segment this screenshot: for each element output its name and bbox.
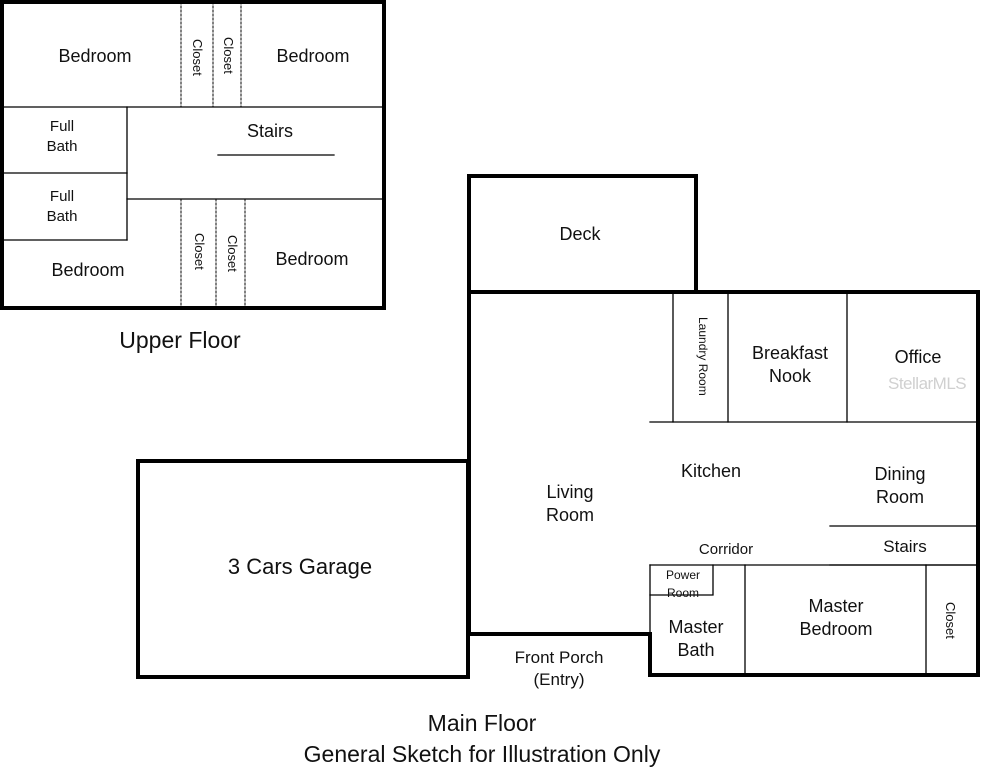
garage-outline xyxy=(136,459,470,679)
stairs-label: Stairs xyxy=(246,121,293,141)
front-porch-label: Front Porch (Entry) xyxy=(499,647,619,691)
closet-label: Closet xyxy=(221,36,236,74)
kitchen-label: Kitchen xyxy=(680,461,742,481)
living-room-label: Living Room xyxy=(520,481,620,528)
full-bath-label: Full Bath xyxy=(32,187,92,226)
master-bedroom-line-2: Bedroom xyxy=(799,619,873,640)
closet-label: Closet xyxy=(225,234,240,272)
closet-label: Closet xyxy=(943,601,958,639)
master-bath-line-2: Bath xyxy=(677,640,715,661)
deck-label: Deck xyxy=(559,224,601,244)
power-room-line-1: Power xyxy=(665,568,700,582)
full-bath-line-1: Full xyxy=(49,188,75,205)
breakfast-nook-line-2: Nook xyxy=(768,366,812,387)
master-bedroom-line-1: Master xyxy=(808,596,864,616)
master-bath-line-1: Master xyxy=(668,617,724,637)
bedroom-label: Bedroom xyxy=(276,46,350,66)
dining-room-line-2: Room xyxy=(875,487,924,508)
power-room-wall xyxy=(649,564,714,596)
illustration-disclaimer: General Sketch for Illustration Only xyxy=(303,741,661,767)
full-bath-line-1: Full xyxy=(49,118,75,135)
living-room-line-2: Room xyxy=(545,505,594,526)
power-room-label: Power Room xyxy=(652,566,714,602)
master-bath-label: Master Bath xyxy=(650,616,742,663)
breakfast-nook-label: Breakfast Nook xyxy=(735,342,845,389)
front-porch-line-1: Front Porch xyxy=(514,648,604,667)
dining-room-label: Dining Room xyxy=(850,463,950,510)
laundry-room-label: Laundry Room xyxy=(696,316,710,396)
full-bath-label: Full Bath xyxy=(32,117,92,156)
bedroom-label: Bedroom xyxy=(51,260,125,280)
closet-label: Closet xyxy=(190,38,205,76)
stairs-label: Stairs xyxy=(883,537,927,556)
main-floor-caption: Main Floor xyxy=(427,710,537,736)
office-label: Office xyxy=(894,347,942,367)
bedroom-label: Bedroom xyxy=(275,249,349,269)
full-bath-line-2: Bath xyxy=(46,137,78,155)
bedroom-label: Bedroom xyxy=(58,46,132,66)
upper-floor-outline xyxy=(0,0,386,310)
upper-floor-caption: Upper Floor xyxy=(119,327,241,353)
power-room-line-2: Room xyxy=(666,586,699,600)
garage-label: 3 Cars Garage xyxy=(227,554,373,579)
master-bedroom-label: Master Bedroom xyxy=(776,595,896,642)
watermark: StellarMLS xyxy=(888,374,967,393)
front-porch-line-2: (Entry) xyxy=(533,670,585,690)
closet-label: Closet xyxy=(192,232,207,270)
breakfast-nook-line-1: Breakfast xyxy=(751,343,829,363)
dining-room-line-1: Dining xyxy=(874,464,926,484)
corridor-label: Corridor xyxy=(698,541,754,558)
living-room-line-1: Living xyxy=(546,482,594,502)
full-bath-line-2: Bath xyxy=(46,207,78,225)
